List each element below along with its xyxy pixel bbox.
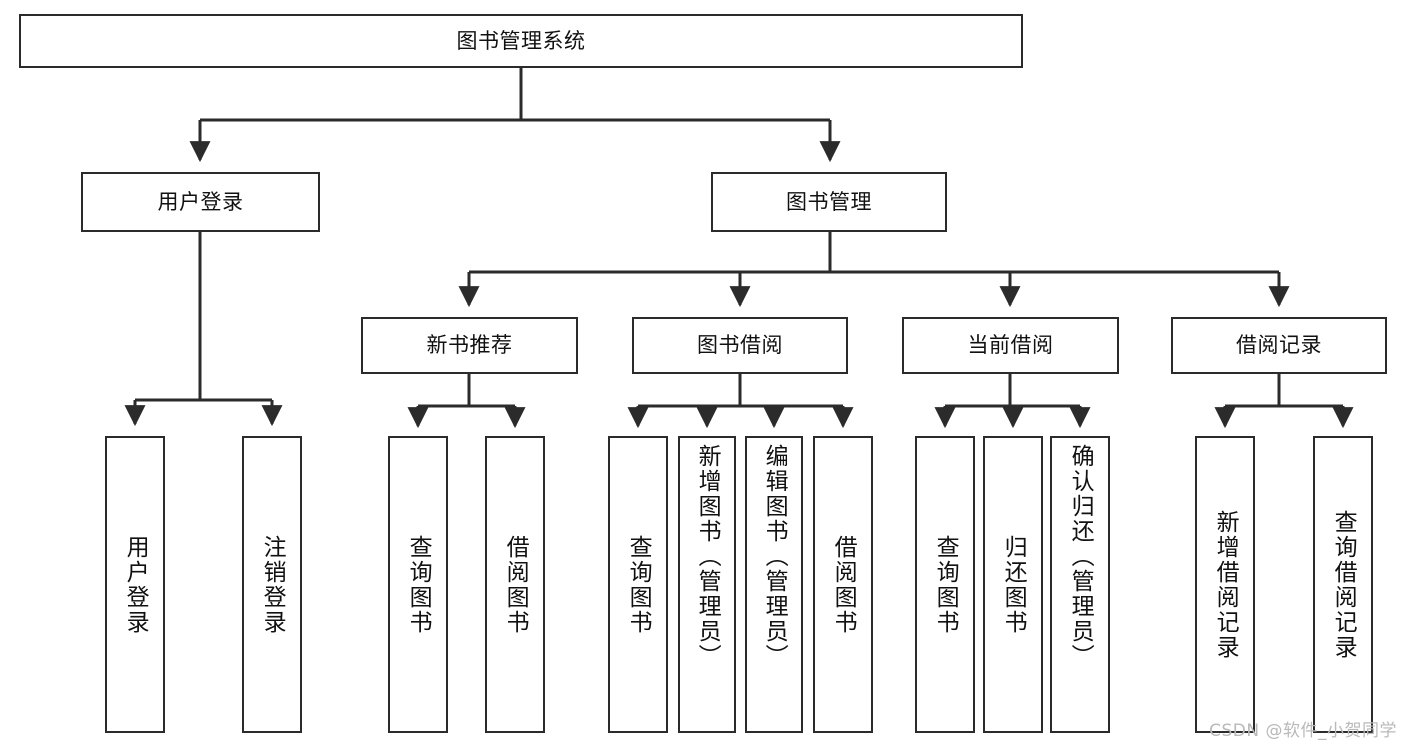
node-book-borrow[interactable]: 图书借阅 [632,317,848,374]
node-leaf-user-login-label: 用户登录 [122,534,149,635]
node-leaf-add-record-label: 新增借阅记录 [1212,509,1239,660]
node-leaf-edit-book[interactable]: 编辑图书（管理员） [745,436,803,733]
node-leaf-borrow-book-rec[interactable]: 借阅图书 [485,436,545,733]
node-leaf-query-book-current[interactable]: 查询图书 [915,436,975,733]
node-current-borrow-label: 当前借阅 [967,333,1054,358]
node-leaf-borrow-book-label: 借阅图书 [830,534,857,635]
node-leaf-query-book-borrow-label: 查询图书 [625,534,652,635]
node-leaf-return-book[interactable]: 归还图书 [983,436,1043,733]
node-book-manage[interactable]: 图书管理 [711,172,947,232]
node-root[interactable]: 图书管理系统 [19,14,1023,68]
node-book-manage-label: 图书管理 [786,189,872,214]
node-leaf-confirm-return[interactable]: 确认归还（管理员） [1050,436,1110,733]
node-leaf-add-book-label: 新增图书（管理员） [694,444,721,669]
node-leaf-query-book-current-label: 查询图书 [932,534,959,635]
node-leaf-query-book-rec-label: 查询图书 [405,534,432,635]
node-leaf-user-login[interactable]: 用户登录 [105,436,165,733]
node-leaf-add-book[interactable]: 新增图书（管理员） [678,436,736,733]
node-new-book-recommend[interactable]: 新书推荐 [361,317,578,374]
node-leaf-query-book-borrow[interactable]: 查询图书 [608,436,668,733]
node-leaf-query-record[interactable]: 查询借阅记录 [1313,436,1373,733]
node-current-borrow[interactable]: 当前借阅 [902,317,1119,374]
node-leaf-logout[interactable]: 注销登录 [242,436,302,733]
node-leaf-logout-label: 注销登录 [259,534,286,635]
node-leaf-return-book-label: 归还图书 [1000,534,1027,635]
node-root-label: 图书管理系统 [456,28,586,53]
node-leaf-confirm-return-label: 确认归还（管理员） [1067,444,1094,669]
node-leaf-add-record[interactable]: 新增借阅记录 [1195,436,1255,733]
node-leaf-borrow-book[interactable]: 借阅图书 [813,436,873,733]
node-leaf-query-book-rec[interactable]: 查询图书 [388,436,448,733]
csdn-watermark: CSDN @软件_小贺同学 [1209,721,1397,741]
node-leaf-query-record-label: 查询借阅记录 [1330,509,1357,660]
node-leaf-borrow-book-rec-label: 借阅图书 [502,534,529,635]
node-user-login[interactable]: 用户登录 [81,172,320,232]
node-borrow-record[interactable]: 借阅记录 [1171,317,1387,374]
node-book-borrow-label: 图书借阅 [697,333,783,358]
node-user-login-label: 用户登录 [157,189,244,214]
node-new-book-recommend-label: 新书推荐 [426,333,513,358]
node-leaf-edit-book-label: 编辑图书（管理员） [761,444,788,669]
node-borrow-record-label: 借阅记录 [1236,333,1322,358]
